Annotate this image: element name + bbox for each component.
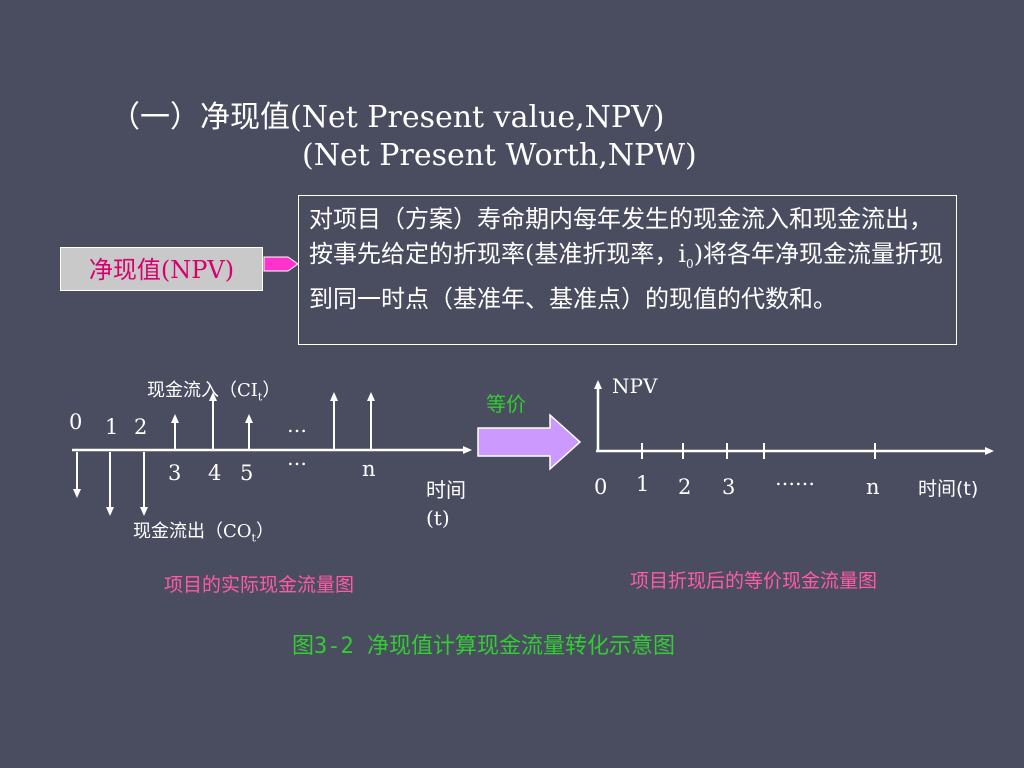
inflow-label-text: 现金流入（CI (147, 380, 258, 401)
right-period-1: 1 (636, 472, 650, 496)
equivalence-arrow (477, 413, 582, 471)
period-n-label: n (362, 457, 376, 481)
equivalence-label: 等价 (486, 392, 526, 416)
left-ellipsis-bottom: … (287, 446, 307, 470)
right-period-3: 3 (722, 475, 736, 499)
left-axis-label: 时间 (t) (426, 476, 466, 532)
period-4-label: 4 (208, 461, 222, 485)
right-npv-label: NPV (612, 374, 658, 398)
left-inflow-arrows (171, 392, 375, 450)
period-2-label: 2 (134, 415, 148, 439)
left-ellipsis-top: … (287, 413, 307, 437)
left-outflow-arrows (73, 452, 148, 516)
definition-text-2: )将各年净现金流量折现到同一时点（基准年、基准点）的现值的代数和。 (309, 240, 944, 313)
inflow-label-close: ） (262, 380, 281, 401)
right-ticks (641, 443, 876, 459)
left-axis-label-line1: 时间 (426, 478, 466, 502)
right-diagram-caption: 项目折现后的等价现金流量图 (630, 570, 878, 592)
definition-subscript: 0 (686, 256, 694, 271)
inflow-label: 现金流入（CIt） (147, 376, 280, 404)
left-axis-label-line2: (t) (426, 506, 450, 530)
right-period-2: 2 (678, 475, 692, 499)
npv-label-box: 净现值(NPV) (60, 247, 263, 291)
outflow-label-text: 现金流出（CO (133, 521, 252, 542)
definition-text-1: 对项目（方案）寿命期内每年发生的现金流入和现金流出，按事先给定的折现率(基准折现… (309, 205, 933, 268)
outflow-label-sub: t (251, 531, 256, 545)
outflow-label: 现金流出（COt） (133, 517, 274, 545)
title-line-1: （一）净现值(Net Present value,NPV) (110, 100, 665, 135)
pointer-arrow (263, 256, 299, 272)
period-1-label: 1 (105, 415, 119, 439)
title-line-2: (Net Present Worth,NPW) (302, 138, 697, 173)
definition-box: 对项目（方案）寿命期内每年发生的现金流入和现金流出，按事先给定的折现率(基准折现… (298, 195, 957, 345)
inflow-label-sub: t (257, 390, 263, 404)
figure-caption: 图3-2 净现值计算现金流量转化示意图 (292, 634, 675, 659)
period-0-label: 0 (69, 410, 83, 434)
period-5-label: 5 (240, 461, 254, 485)
right-axis-label: 时间(t) (918, 478, 979, 500)
right-period-0: 0 (594, 475, 608, 499)
left-diagram-caption: 项目的实际现金流量图 (164, 574, 355, 596)
right-period-n: n (866, 475, 880, 499)
right-ellipsis: …… (775, 466, 815, 490)
outflow-label-close: ） (255, 521, 274, 542)
period-3-label: 3 (168, 461, 182, 485)
